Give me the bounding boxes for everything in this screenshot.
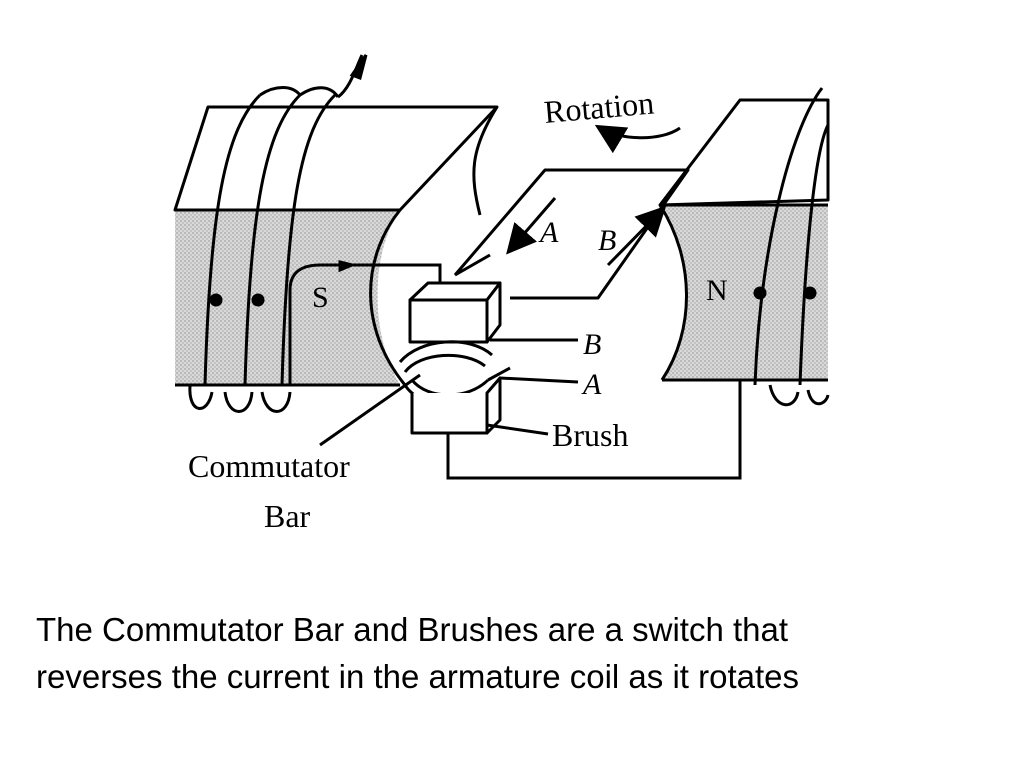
label-north-pole: N bbox=[706, 274, 728, 307]
rotation-arrow bbox=[594, 124, 681, 154]
commutator-assembly bbox=[398, 281, 511, 435]
armature-coil bbox=[453, 168, 690, 300]
label-south-pole: S bbox=[312, 281, 329, 314]
commutator-diagram: Rotation A B S N B A Brush Commutator Ba… bbox=[173, 54, 830, 534]
label-bar-b: B bbox=[583, 328, 601, 361]
label-brush: Brush bbox=[552, 417, 628, 453]
field-coil-right bbox=[753, 87, 830, 407]
north-pole-magnet bbox=[658, 98, 830, 382]
caption-line-1: The Commutator Bar and Brushes are a swi… bbox=[36, 611, 789, 648]
label-bar-a: A bbox=[581, 368, 602, 401]
rotation-text: Rotation bbox=[542, 85, 655, 130]
caption-line-2: reverses the current in the armature coi… bbox=[36, 658, 799, 695]
label-rotation: Rotation bbox=[542, 85, 655, 130]
label-commutator-bar: Bar bbox=[264, 498, 311, 534]
armature-lead-wire bbox=[288, 260, 442, 385]
south-pole-magnet bbox=[173, 105, 499, 387]
leader-lines bbox=[319, 338, 742, 480]
label-commutator: Commutator bbox=[188, 448, 350, 484]
label-coil-a: A bbox=[538, 216, 559, 249]
caption: The Commutator Bar and Brushes are a swi… bbox=[36, 606, 996, 700]
label-coil-b: B bbox=[598, 224, 616, 257]
field-coil-left bbox=[188, 54, 368, 413]
